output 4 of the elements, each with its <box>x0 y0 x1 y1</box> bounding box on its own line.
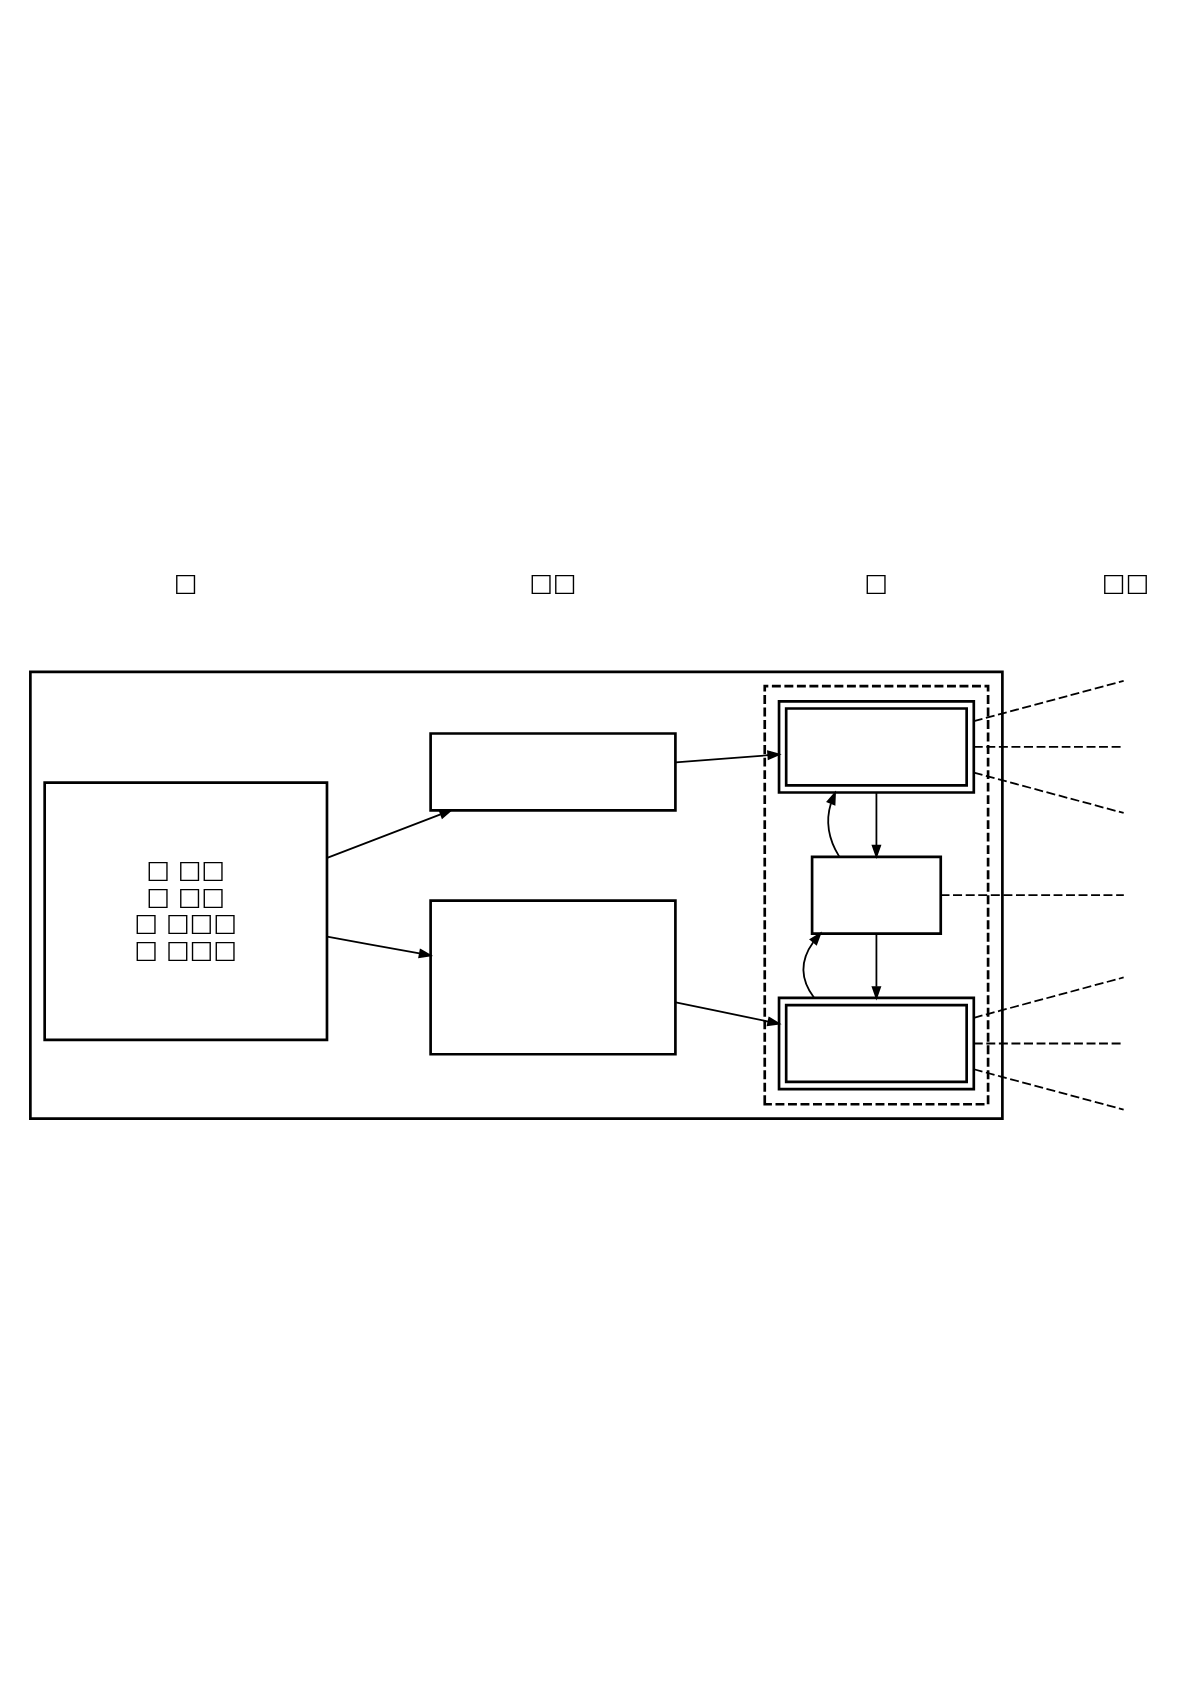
label: □ <box>864 567 889 597</box>
label: □□ <box>1102 567 1150 597</box>
label: □□ <box>529 567 577 597</box>
label: □ <box>174 567 198 597</box>
